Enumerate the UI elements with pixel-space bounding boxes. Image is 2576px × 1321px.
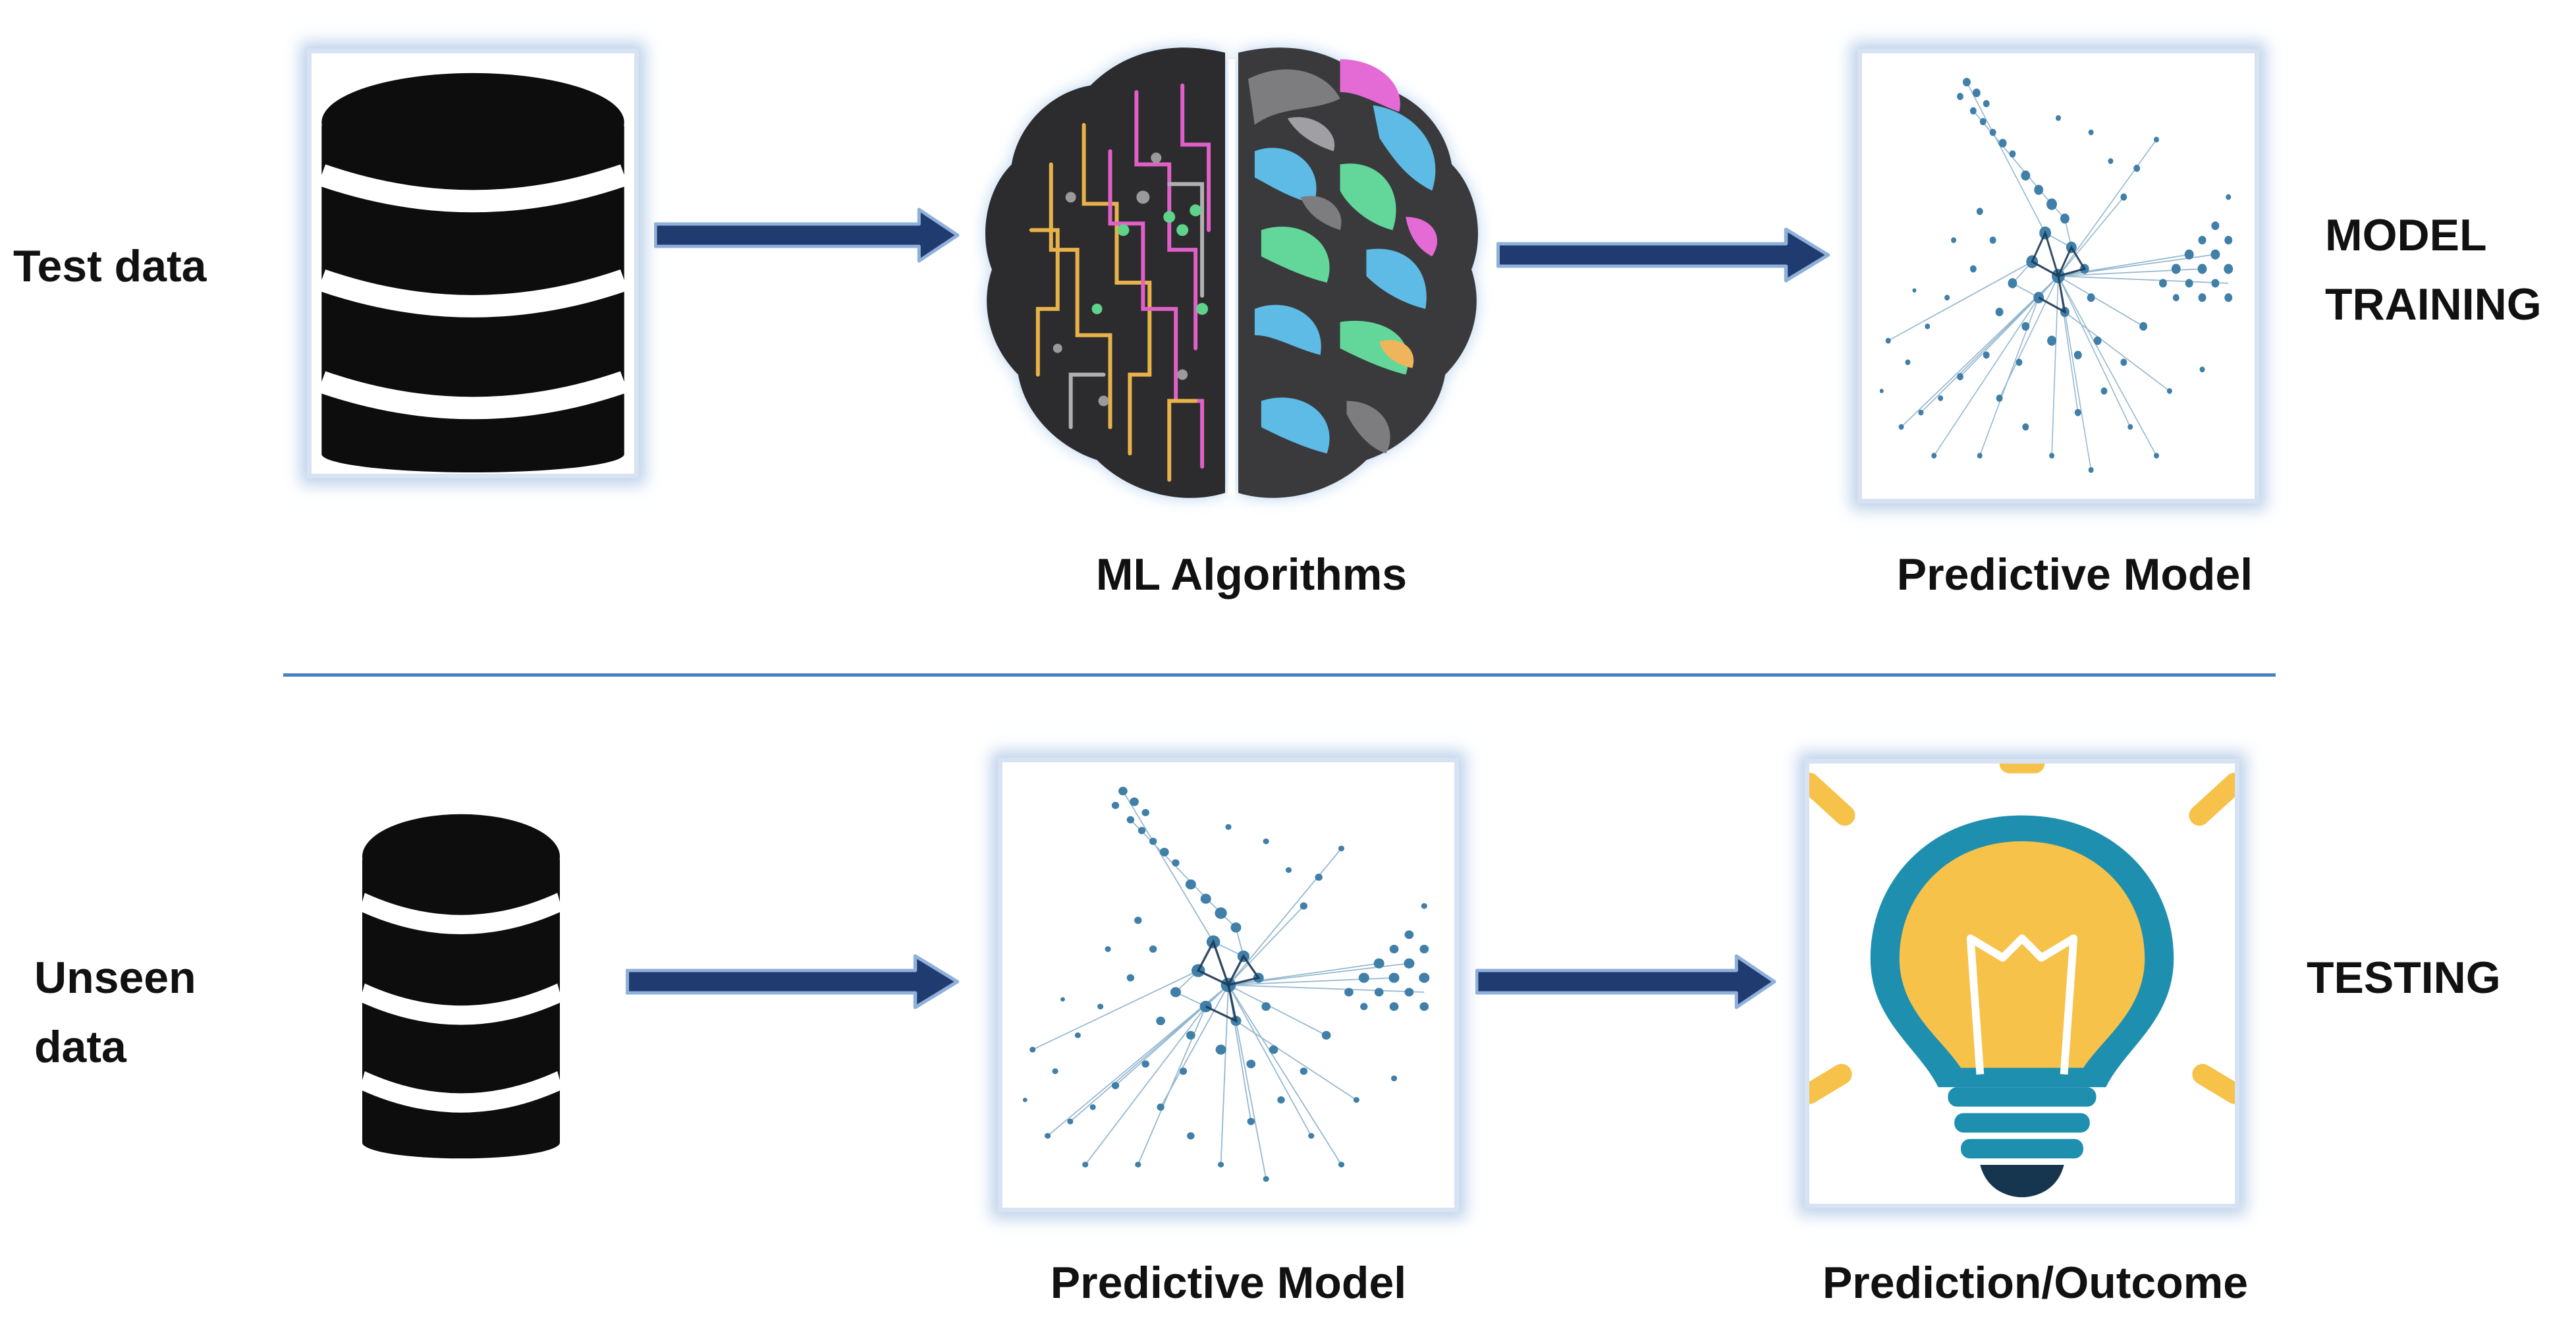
ml-algorithms-label: ML Algorithms (1095, 549, 1408, 600)
lightbulb-icon (1809, 764, 2235, 1204)
testing-model-frame (998, 758, 1459, 1212)
training-arrow-2 (1496, 225, 1831, 285)
training-model-frame (1857, 49, 2259, 503)
outcome-frame (1805, 759, 2239, 1208)
section-divider (283, 673, 2276, 677)
training-arrow-1 (654, 206, 960, 265)
stage-label-training: TRAINING (2325, 279, 2542, 329)
brain-icon (985, 47, 1478, 498)
database-icon (312, 53, 634, 474)
training-database-frame (307, 49, 639, 478)
stage-label-model: MODEL (2325, 210, 2487, 260)
stage-label-testing: TESTING (2307, 953, 2501, 1003)
training-predictive-model-label: Predictive Model (1896, 549, 2253, 600)
testing-database (356, 797, 566, 1160)
network-graph-icon (1862, 53, 2255, 499)
test-data-label: Test data (13, 241, 207, 291)
unseen-data-label: data (34, 1022, 126, 1072)
testing-predictive-model-label: Predictive Model (1050, 1258, 1407, 1308)
network-graph-icon (1002, 762, 1454, 1208)
testing-arrow-2 (1475, 952, 1777, 1011)
testing-arrow-1 (626, 952, 960, 1011)
unseen-label: Unseen (34, 953, 196, 1003)
database-icon (356, 797, 566, 1160)
prediction-outcome-label: Prediction/Outcome (1822, 1258, 2249, 1308)
brain-image (972, 33, 1492, 526)
